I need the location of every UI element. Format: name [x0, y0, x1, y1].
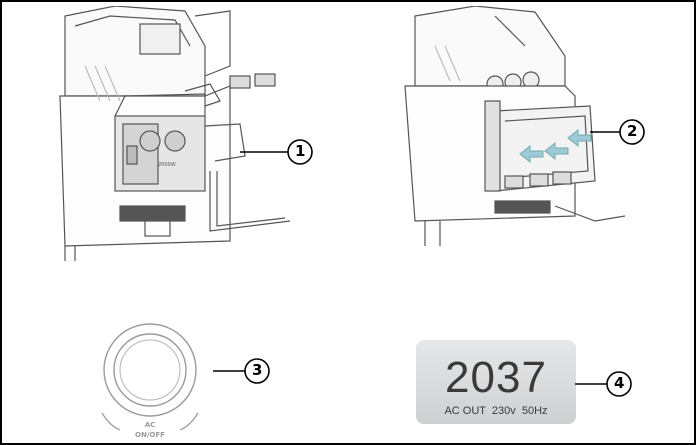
- lcd-power-value: 2037: [445, 353, 547, 402]
- ac-power-knob-illustration: AC ON/OFF: [90, 318, 220, 443]
- slide-direction-arrows: [519, 128, 592, 164]
- callout-number-2: 2: [627, 122, 638, 140]
- callout-3: 3: [213, 356, 273, 386]
- callout-1: 1: [240, 137, 330, 167]
- knob-label-ac: AC: [145, 421, 156, 429]
- generator-cover-open-drawing: 2000W: [59, 6, 291, 261]
- panel-model-label: 2000W: [158, 162, 176, 168]
- generator-cover-open-illustration: 2000W: [55, 6, 355, 266]
- callout-2: 2: [590, 117, 670, 147]
- knob-label-onoff: ON/OFF: [135, 431, 165, 439]
- callout-number-4: 4: [614, 374, 625, 392]
- ac-power-knob-drawing: AC ON/OFF: [101, 323, 199, 439]
- callout-4: 4: [575, 369, 645, 399]
- callout-number-3: 3: [252, 361, 263, 379]
- generator-cover-slide-drawing: [404, 6, 626, 246]
- lcd-display: 2037 AC OUT 230v 50Hz: [416, 340, 576, 424]
- generator-cover-slide-illustration: [395, 6, 635, 256]
- lcd-status-line: AC OUT 230v 50Hz: [444, 405, 547, 417]
- callout-number-1: 1: [295, 142, 306, 160]
